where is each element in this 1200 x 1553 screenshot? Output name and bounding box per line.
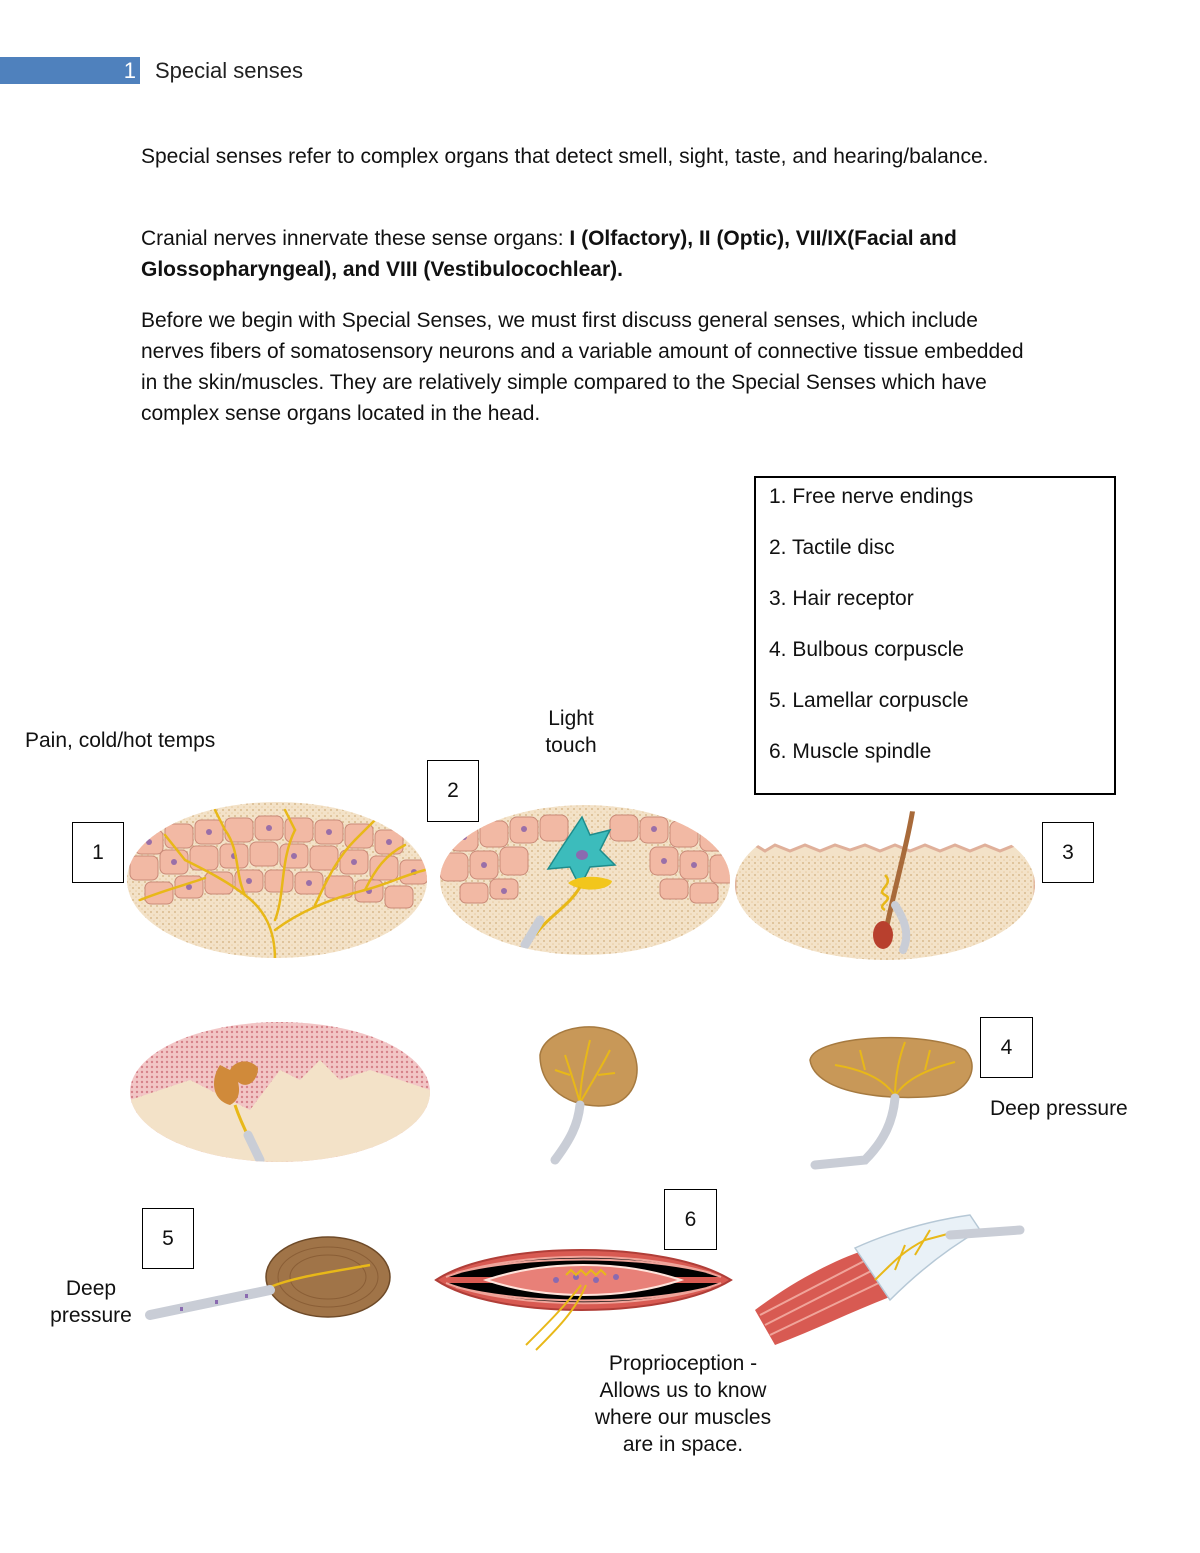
- number-box-3: 3: [1042, 822, 1094, 883]
- receptor-legend-box: [754, 476, 1116, 795]
- section-title: Special senses: [155, 58, 303, 83]
- number-box-5: 5: [142, 1208, 194, 1269]
- hair-receptor-illustration: [735, 810, 1035, 960]
- number-box-4: 4: [980, 1017, 1033, 1078]
- proprio-line-1: Proprioception -: [608, 1352, 758, 1375]
- legend-item: 5. Lamellar corpuscle: [769, 689, 969, 712]
- legend-item: 3. Hair receptor: [769, 587, 914, 610]
- number-box-6: 6: [664, 1189, 717, 1250]
- page-number: 1: [123, 58, 136, 83]
- deep-pressure-label-5: Deep pressure: [40, 1275, 142, 1329]
- free-nerve-endings-illustration: [127, 802, 427, 958]
- bulbous-corpuscle-illustration: [539, 1026, 638, 1165]
- pain-temp-label: Pain, cold/hot temps: [25, 729, 216, 752]
- deep-pressure-line-2: pressure: [50, 1304, 132, 1327]
- proprioception-label: Proprioception - Allows us to know where…: [572, 1350, 794, 1458]
- cranial-nerves-lead: Cranial nerves innervate these sense org…: [141, 227, 570, 250]
- legend-item: 6. Muscle spindle: [769, 740, 932, 763]
- lamellar-corpuscle-illustration: [145, 1236, 391, 1320]
- bulbous-corpuscle-elongated-illustration: [809, 1036, 973, 1170]
- tactile-disc-illustration: [440, 805, 730, 955]
- light-touch-line-1: Light: [548, 707, 594, 730]
- legend-item: 1. Free nerve endings: [769, 485, 974, 508]
- light-touch-line-2: touch: [545, 734, 597, 757]
- general-senses-paragraph: Before we begin with Special Senses, we …: [141, 309, 1024, 425]
- intro-paragraph: Special senses refer to complex organs t…: [141, 145, 989, 168]
- legend-item: 2. Tactile disc: [769, 536, 895, 559]
- header-accent-bar: [0, 57, 140, 84]
- legend-item: 4. Bulbous corpuscle: [769, 638, 964, 661]
- deep-pressure-label-4: Deep pressure: [990, 1097, 1128, 1120]
- proprio-line-3: where our muscles: [594, 1406, 772, 1429]
- bulbous-corpuscle-dermis-illustration: [130, 1022, 430, 1162]
- proprio-line-2: Allows us to know: [599, 1379, 767, 1402]
- cranial-nerves-list: I (Olfactory), II (Optic), VII/IX(Facial…: [141, 227, 957, 281]
- muscle-spindle-illustration: [434, 1249, 733, 1351]
- light-touch-label: Light touch: [521, 705, 621, 759]
- number-box-1: 1: [72, 822, 124, 883]
- number-box-2: 2: [427, 760, 479, 822]
- proprio-line-4: are in space.: [622, 1433, 744, 1456]
- cranial-nerves-paragraph: Cranial nerves innervate these sense org…: [141, 223, 1041, 285]
- deep-pressure-line-1: Deep: [65, 1277, 117, 1300]
- tendon-organ-illustration: [755, 1214, 1025, 1345]
